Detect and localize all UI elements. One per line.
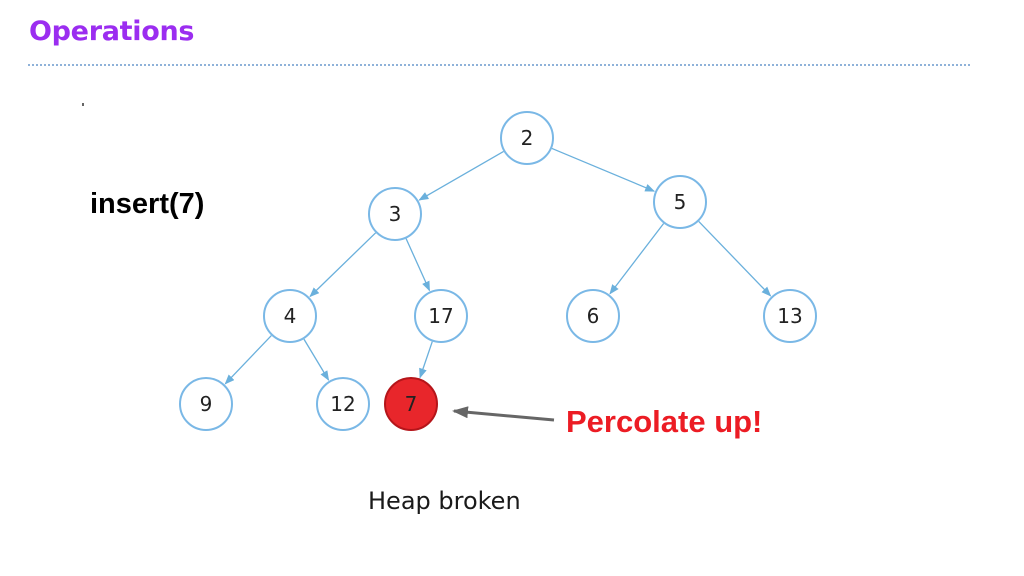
heap-node-label: 12 xyxy=(330,392,355,416)
heap-node-circle xyxy=(384,377,438,431)
percolate-arrow xyxy=(452,406,555,422)
title-divider xyxy=(28,64,970,66)
heap-node-12: 12 xyxy=(316,377,370,431)
heap-node-13: 13 xyxy=(763,289,817,343)
edge-n3-n4 xyxy=(309,232,377,298)
heap-node-label: 3 xyxy=(389,202,402,226)
heap-node-circle xyxy=(653,175,707,229)
heap-node-3: 3 xyxy=(368,187,422,241)
heap-node-label: 9 xyxy=(200,392,213,416)
edge-n4-n9 xyxy=(224,335,272,385)
edge-n3-n17 xyxy=(405,238,431,292)
edge-n2-n5 xyxy=(551,147,656,192)
heap-node-circle xyxy=(414,289,468,343)
operation-label: insert(7) xyxy=(90,188,205,220)
heap-node-label: 13 xyxy=(777,304,802,328)
heap-node-circle xyxy=(263,289,317,343)
edge-n5-n6 xyxy=(609,223,665,295)
heap-node-17: 17 xyxy=(414,289,468,343)
edge-n2-n3 xyxy=(418,150,504,201)
heap-node-label: 7 xyxy=(405,392,418,416)
heap-node-circle xyxy=(763,289,817,343)
heap-edges xyxy=(224,147,772,385)
heap-node-circle xyxy=(316,377,370,431)
heap-node-circle xyxy=(179,377,233,431)
heap-node-5: 5 xyxy=(653,175,707,229)
heap-node-circle xyxy=(566,289,620,343)
heap-nodes: 2 3 5 4 17 6 13 9 12 7 xyxy=(179,111,817,431)
heap-node-label: 17 xyxy=(428,304,453,328)
heap-node-label: 6 xyxy=(587,304,600,328)
slide-title: Operations xyxy=(29,16,195,47)
heap-node-6: 6 xyxy=(566,289,620,343)
heap-node-label: 2 xyxy=(521,126,534,150)
heap-node-label: 5 xyxy=(674,190,687,214)
heap-node-4: 4 xyxy=(263,289,317,343)
edge-n5-n13 xyxy=(698,220,772,297)
percolate-up-label: Percolate up! xyxy=(566,404,763,439)
heap-node-2: 2 xyxy=(500,111,554,165)
edge-n4-n12 xyxy=(303,338,330,381)
edge-n17-n7 xyxy=(419,341,433,379)
caption-heap-broken: Heap broken xyxy=(368,487,521,515)
heap-node-circle xyxy=(500,111,554,165)
heap-node-circle xyxy=(368,187,422,241)
heap-node-7: 7 xyxy=(384,377,438,431)
stray-mark xyxy=(82,103,84,106)
percolate-pointer xyxy=(452,406,555,422)
heap-node-9: 9 xyxy=(179,377,233,431)
heap-node-label: 4 xyxy=(284,304,297,328)
